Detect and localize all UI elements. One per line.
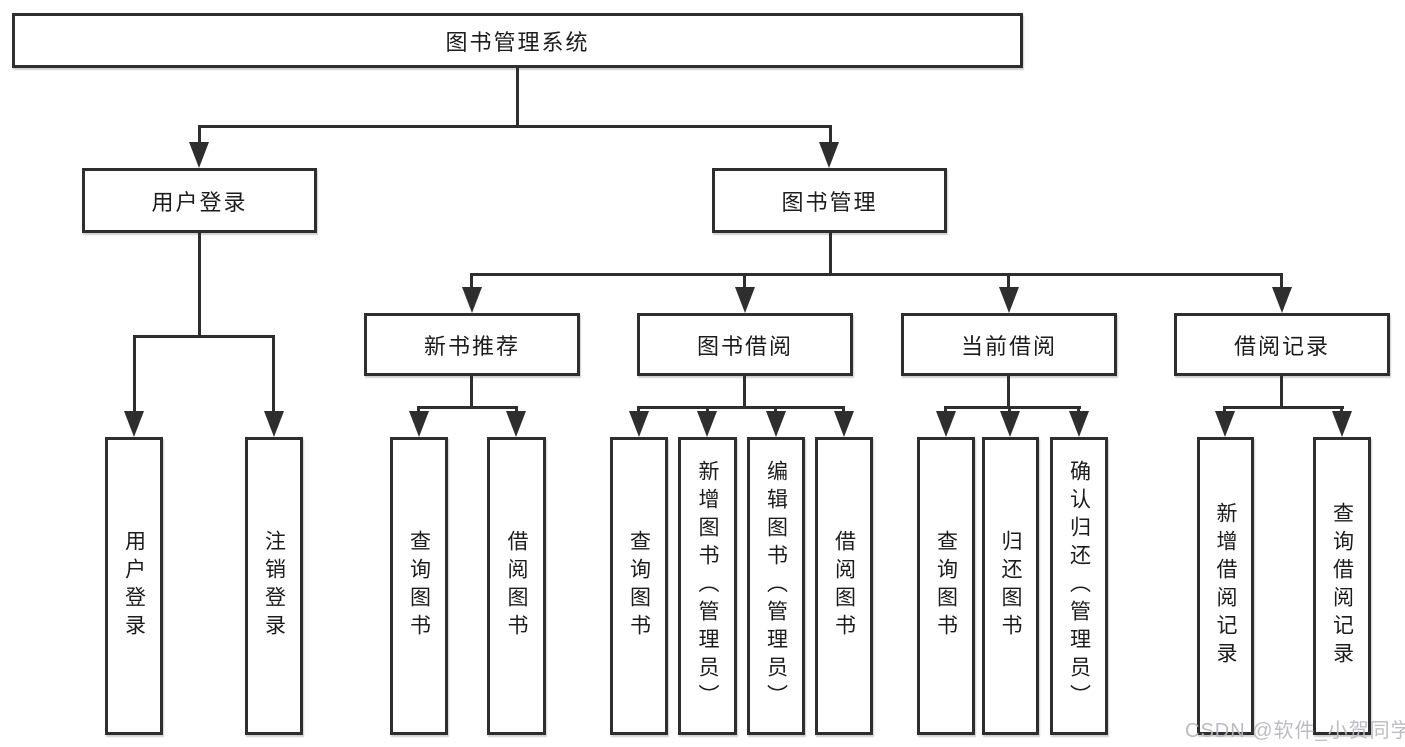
node-book-borrow-label: 图书借阅 [696,333,793,359]
connector-userlogin-right-stub [272,335,275,415]
connector-current-hline [944,406,1081,409]
connector-root-right-stub [829,125,832,145]
watermark: CSDN @软件_小贺同学 [1185,720,1405,742]
leaf-recommend-borrow-books: 借阅图书 [487,437,546,735]
leaf-current-confirm-return-admin: 确认归还（管理员） [1050,437,1108,735]
arrowhead-to-recommend-query-books [409,411,429,437]
leaf-records-add-record: 新增借阅记录 [1197,437,1254,735]
leaf-records-query-record: 查询借阅记录 [1313,437,1371,735]
connector-recommend-stub-2 [515,406,518,415]
connector-records-hline [1223,406,1344,409]
leaf-records-add-record-label: 新增借阅记录 [1214,502,1237,670]
connector-bookmgmt-vline [829,233,832,273]
connector-root-left-stub [198,125,201,145]
arrowhead-to-records-query-record [1332,411,1352,437]
connector-borrow-vline [743,376,746,406]
connector-bookmgmt-hline [470,273,1283,276]
connector-userlogin-vline [198,233,201,335]
arrowhead-to-records-add-record [1215,411,1235,437]
leaf-current-return-books: 归还图书 [982,437,1039,735]
connector-recommend-hline [417,406,518,409]
connector-userlogin-left-stub [133,335,136,415]
leaf-borrow-query-books: 查询图书 [610,437,668,735]
leaf-recommend-query-books: 查询图书 [390,437,448,735]
connector-root-hline [198,125,832,128]
leaf-logout: 注销登录 [245,437,303,735]
leaf-user-login-label: 用户登录 [122,530,146,642]
arrowhead-to-borrow-edit-books [766,411,786,437]
leaf-borrow-add-books-admin-label: 新增图书（管理员） [696,460,719,712]
node-current-borrow-label: 当前借阅 [960,333,1057,359]
node-book-borrow: 图书借阅 [637,313,853,376]
node-user-login-branch-label: 用户登录 [151,189,248,215]
connector-borrow-stub-2 [706,406,709,415]
node-book-management: 图书管理 [712,168,947,233]
leaf-borrow-edit-books-admin: 编辑图书（管理员） [747,437,805,735]
node-new-book-recommend: 新书推荐 [364,313,580,376]
leaf-current-return-books-label: 归还图书 [999,530,1022,642]
connector-records-stub-2 [1340,406,1343,415]
connector-current-stub-3 [1077,406,1080,415]
arrowhead-to-current-return-books [1000,411,1020,437]
leaf-borrow-edit-books-admin-label: 编辑图书（管理员） [764,460,788,712]
leaf-borrow-add-books-admin: 新增图书（管理员） [678,437,737,735]
leaf-records-query-record-label: 查询借阅记录 [1330,502,1354,670]
leaf-logout-label: 注销登录 [262,530,286,642]
node-borrow-records: 借阅记录 [1174,313,1390,376]
node-user-login-branch: 用户登录 [82,168,317,233]
leaf-borrow-borrow-books-label: 借阅图书 [832,530,856,642]
connector-borrow-hline [637,406,845,409]
connector-borrow-stub-4 [842,406,845,415]
arrowhead-to-leaf-user-login [124,411,144,437]
arrowhead-to-borrow-add-books [697,411,717,437]
node-root-label: 图书管理系统 [445,29,590,55]
connector-recommend-stub-1 [417,406,420,415]
node-current-borrow: 当前借阅 [901,313,1117,376]
arrowhead-to-recommend-borrow-books [506,411,526,437]
connector-bookmgmt-stub-3 [1007,273,1010,293]
arrowhead-to-book-management [819,142,839,168]
node-book-management-label: 图书管理 [781,189,878,215]
leaf-borrow-borrow-books: 借阅图书 [815,437,873,735]
arrowhead-to-leaf-logout [264,411,284,437]
arrowhead-to-new-book-recommend [462,287,482,313]
leaf-borrow-query-books-label: 查询图书 [627,530,651,642]
arrowhead-to-current-query-books [936,411,956,437]
node-borrow-records-label: 借阅记录 [1233,333,1330,359]
arrowhead-to-borrow-records [1272,287,1292,313]
arrowhead-to-current-borrow [999,287,1019,313]
leaf-user-login: 用户登录 [105,437,163,735]
connector-current-stub-1 [944,406,947,415]
leaf-current-confirm-return-admin-label: 确认归还（管理员） [1067,460,1091,712]
arrowhead-to-current-confirm-return [1069,411,1089,437]
connector-bookmgmt-stub-4 [1280,273,1283,293]
connector-records-stub-1 [1223,406,1226,415]
connector-current-stub-2 [1008,406,1011,415]
arrowhead-to-book-borrow [735,287,755,313]
arrowhead-to-user-login-branch [189,142,209,168]
leaf-recommend-query-books-label: 查询图书 [407,530,431,642]
connector-records-vline [1280,376,1283,406]
leaf-recommend-borrow-books-label: 借阅图书 [505,530,528,642]
connector-bookmgmt-stub-1 [470,273,473,293]
connector-current-vline [1007,376,1010,406]
node-new-book-recommend-label: 新书推荐 [423,333,520,359]
connector-userlogin-hline [133,335,275,338]
connector-borrow-stub-1 [637,406,640,415]
connector-bookmgmt-stub-2 [743,273,746,293]
node-root: 图书管理系统 [12,13,1023,68]
arrowhead-to-borrow-query-books [629,411,649,437]
leaf-current-query-books: 查询图书 [917,437,975,735]
connector-borrow-stub-3 [774,406,777,415]
connector-root-vline [516,68,519,125]
arrowhead-to-borrow-borrow-books [834,411,854,437]
connector-recommend-vline [470,376,473,406]
leaf-current-query-books-label: 查询图书 [934,530,958,642]
